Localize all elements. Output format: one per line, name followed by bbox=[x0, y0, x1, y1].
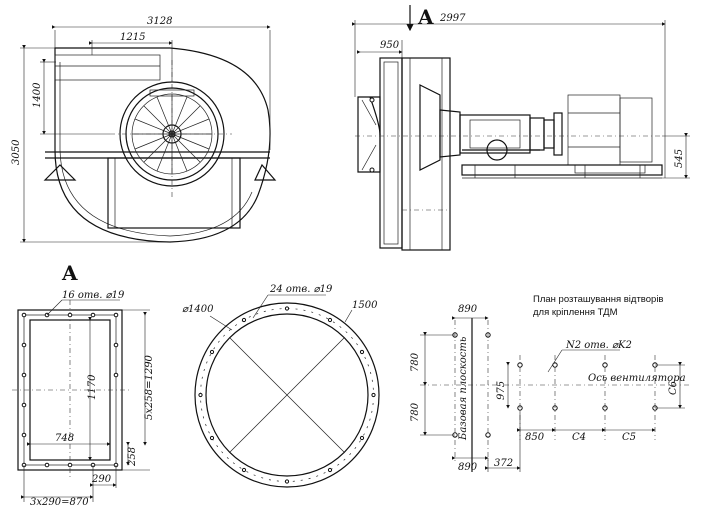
circular-flange-dimensions: ⌀1400 24 отв. ⌀19 1500 bbox=[182, 284, 378, 331]
dim-middle-offset: 975 bbox=[496, 381, 507, 400]
flange-holes-label: 24 отв. ⌀19 bbox=[269, 284, 333, 295]
dim-c4: C4 bbox=[572, 432, 586, 443]
dim-outer-dia: 1500 bbox=[352, 300, 378, 311]
dim-upper-height: 780 bbox=[410, 352, 421, 372]
foundation-plan: План розташування відтворів для кріпленн… bbox=[420, 294, 690, 472]
dim-width-inner: 1215 bbox=[120, 32, 145, 43]
base-plane-label: Базовая плоскость bbox=[458, 337, 469, 441]
plan-title-line2: для кріплення ТДМ bbox=[533, 307, 618, 318]
dim-bottom-offset-plan: 890 bbox=[458, 462, 478, 473]
front-view-dimensions: 3128 1215 1400 3050 bbox=[11, 16, 271, 243]
dim-372: 372 bbox=[494, 458, 513, 469]
view-a-label: A bbox=[61, 261, 78, 285]
dim-lower-height: 780 bbox=[410, 402, 421, 422]
dim-850: 850 bbox=[525, 432, 545, 443]
side-view: A bbox=[355, 5, 663, 251]
plan-holes-label: N2 отв. ⌀K2 bbox=[565, 340, 632, 351]
dim-width-total: 3128 bbox=[147, 16, 172, 27]
hole-center-lines bbox=[454, 320, 656, 462]
dim-bottom-offset: 290 bbox=[91, 474, 112, 485]
dim-height-total: 3050 bbox=[11, 139, 22, 165]
plan-title-line1: План розташування відтворів bbox=[533, 294, 663, 305]
dim-inner-dia: ⌀1400 bbox=[182, 304, 214, 315]
dim-length-total: 2997 bbox=[439, 13, 466, 24]
side-view-dimensions: 2997 950 545 bbox=[352, 13, 690, 179]
dim-inlet-offset: 950 bbox=[380, 40, 400, 51]
dim-edge-pitch: 258 bbox=[127, 447, 138, 467]
dim-vertical-pitch: 5x258=1290 bbox=[144, 354, 155, 420]
section-label-a: A bbox=[417, 5, 434, 29]
view-a: A bbox=[12, 261, 130, 478]
fan-axis-label: Ось вентилятора bbox=[588, 373, 686, 384]
view-a-dimensions: 16 отв. ⌀19 1170 748 5x258=1290 258 290 … bbox=[21, 290, 155, 508]
dim-height-top: 1400 bbox=[32, 82, 43, 108]
dim-inner-height: 1170 bbox=[87, 374, 98, 400]
dim-inner-width: 748 bbox=[55, 433, 74, 444]
dim-horizontal-pitch: 3x290=870 bbox=[30, 497, 89, 508]
circular-flange bbox=[194, 302, 380, 488]
foundation-plan-dimensions: 890 890 780 780 975 N2 отв. ⌀K2 850 C4 C… bbox=[410, 304, 685, 473]
dim-top-offset: 890 bbox=[458, 304, 478, 315]
view-a-holes: 16 отв. ⌀19 bbox=[62, 290, 125, 301]
flange-holes-rect bbox=[21, 312, 119, 468]
dim-c5: C5 bbox=[622, 432, 636, 443]
dim-shaft-height: 545 bbox=[674, 149, 685, 168]
flange-holes-circle bbox=[198, 306, 376, 484]
front-view bbox=[43, 47, 277, 243]
dim-c6: C6 bbox=[668, 380, 679, 395]
